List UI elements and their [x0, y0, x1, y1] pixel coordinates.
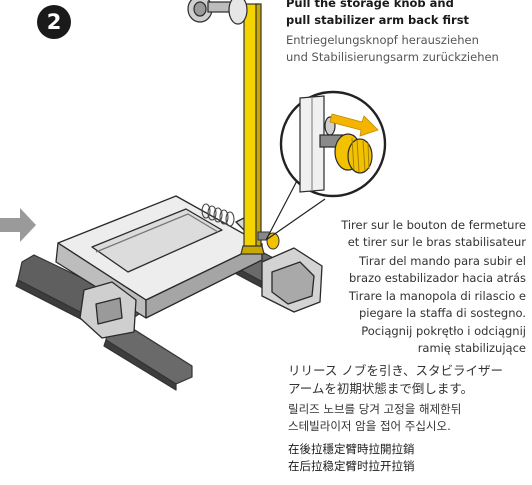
instruction-line: et tirer sur le bras stabilisateur — [347, 235, 526, 249]
stabilizer-arm — [240, 3, 265, 255]
instruction-line: ramię stabilizujące — [417, 341, 526, 355]
step-number-badge: 2 — [37, 5, 71, 39]
instruction-japanese: リリース ノブを引き、スタビライザー アームを初期状態まで倒します。 — [288, 362, 503, 398]
arrow-right-icon — [0, 208, 36, 242]
instruction-line: Tirer sur le bouton de fermeture — [341, 218, 526, 232]
wheel-cradle — [55, 195, 323, 339]
instruction-spanish: Tirar del mando para subir el brazo esta… — [349, 253, 526, 287]
instruction-line: Pociągnij pokrętło i odciągnij — [361, 324, 526, 338]
instruction-line: brazo estabilizador hacia atrás — [349, 271, 526, 285]
instruction-line: pull stabilizer arm back first — [286, 13, 470, 27]
instruction-line: 在後拉穩定臂時拉開拉銷 — [288, 442, 415, 456]
instruction-italian: Tirare la manopola di rilascio e piegare… — [349, 288, 526, 322]
instruction-line: アームを初期状態まで倒します。 — [288, 381, 474, 396]
instruction-line: Pull the storage knob and — [286, 0, 454, 10]
instruction-line: piegare la staffa di sostegno. — [358, 306, 526, 320]
instruction-line: リリース ノブを引き、スタビライザー — [288, 363, 503, 378]
instruction-french: Tirer sur le bouton de fermeture et tire… — [341, 217, 526, 251]
instruction-line: und Stabilisierungsarm zurückziehen — [286, 49, 499, 64]
instruction-chinese: 在後拉穩定臂時拉開拉銷 在后拉稳定臂时拉开拉销 — [288, 441, 415, 475]
instruction-line: Entriegelungsknopf herausziehen — [286, 33, 479, 47]
instruction-korean: 릴리즈 노브를 당겨 고정을 해제한뒤 스테빌라이저 암을 접어 주십시오. — [288, 401, 461, 435]
instruction-line: 在后拉稳定臂时拉开拉销 — [288, 459, 415, 473]
pull-arrow-icon — [329, 113, 379, 137]
instruction-polish: Pociągnij pokrętło i odciągnij ramię sta… — [361, 323, 526, 357]
instruction-line: Tirar del mando para subir el — [359, 254, 526, 268]
instruction-line: Tirare la manopola di rilascio e — [348, 289, 526, 303]
instruction-line: 스테빌라이저 암을 접어 주십시오. — [288, 419, 451, 433]
top-clamp — [187, 0, 248, 25]
instruction-german: Entriegelungsknopf herausziehen und Stab… — [286, 32, 499, 65]
instruction-line: 릴리즈 노브를 당겨 고정을 해제한뒤 — [288, 402, 462, 416]
instruction-english: Pull the storage knob and pull stabilize… — [286, 0, 469, 29]
